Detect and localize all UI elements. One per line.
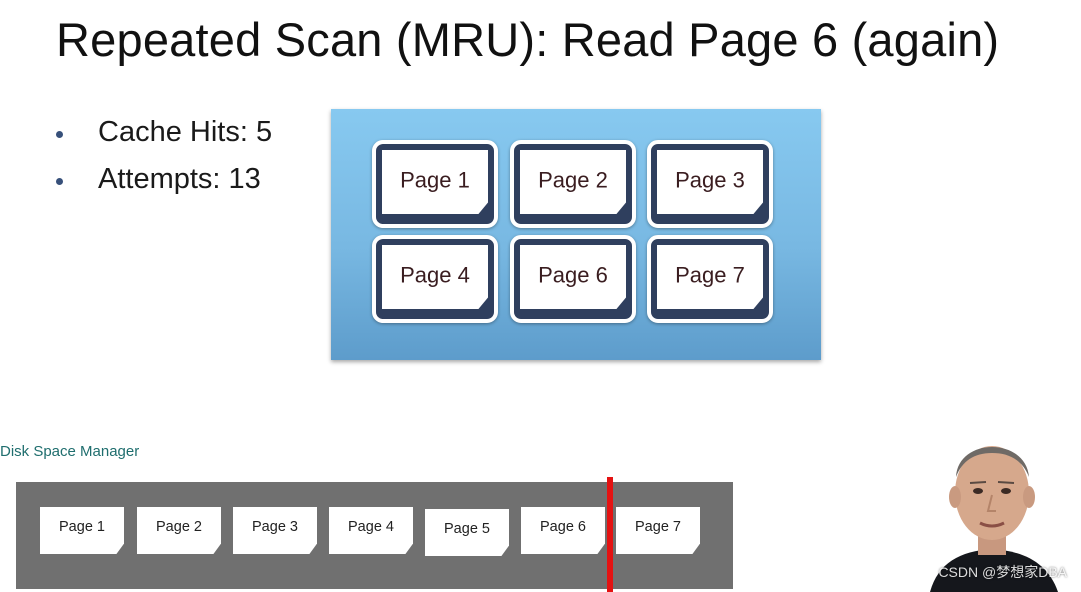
page-card: Page 7 xyxy=(657,245,763,309)
disk-page-label: Page 4 xyxy=(348,519,394,535)
disk-page: Page 5 xyxy=(425,509,509,556)
frame-label: Page 7 xyxy=(675,262,745,288)
disk-page-label: Page 7 xyxy=(635,519,681,535)
disk-page: Page 4 xyxy=(329,507,413,554)
buffer-pool: Page 1 Page 2 Page 3 Page 4 Page 6 Page … xyxy=(331,109,821,360)
page-card: Page 2 xyxy=(520,150,626,214)
disk-page-label: Page 2 xyxy=(156,519,202,535)
bullet-dot-icon xyxy=(56,178,63,185)
buffer-frame: Page 7 xyxy=(647,235,773,323)
buffer-frame: Page 6 xyxy=(510,235,636,323)
attempts-text: Attempts: 13 xyxy=(98,163,261,195)
disk-page: Page 6 xyxy=(521,507,605,554)
page-card: Page 3 xyxy=(657,150,763,214)
bullet-dot-icon xyxy=(56,131,63,138)
presenter-video: CSDN @梦想家DBA xyxy=(900,415,1081,592)
cache-hits-text: Cache Hits: 5 xyxy=(98,116,273,148)
disk-page-label: Page 5 xyxy=(444,521,490,537)
buffer-frame: Page 3 xyxy=(647,140,773,228)
page-card: Page 4 xyxy=(382,245,488,309)
presenter-figure xyxy=(930,446,1058,592)
buffer-frame: Page 1 xyxy=(372,140,498,228)
frame-label: Page 3 xyxy=(675,167,745,193)
page-card: Page 6 xyxy=(520,245,626,309)
slide-title: Repeated Scan (MRU): Read Page 6 (again) xyxy=(56,13,1000,66)
disk-page: Page 7 xyxy=(616,507,700,554)
frame-label: Page 2 xyxy=(538,167,608,193)
disk-page: Page 2 xyxy=(137,507,221,554)
disk-page: Page 3 xyxy=(233,507,317,554)
disk-page: Page 1 xyxy=(40,507,124,554)
disk-bar: Page 1 Page 2 Page 3 Page 4 Page 5 Page … xyxy=(16,482,733,589)
frame-label: Page 1 xyxy=(400,167,470,193)
buffer-frame: Page 2 xyxy=(510,140,636,228)
frame-label: Page 6 xyxy=(538,262,608,288)
disk-page-label: Page 1 xyxy=(59,519,105,535)
disk-space-manager-label: Disk Space Manager xyxy=(0,443,140,460)
page-card: Page 1 xyxy=(382,150,488,214)
scan-position-marker xyxy=(607,477,613,592)
frame-label: Page 4 xyxy=(400,262,470,288)
buffer-frame: Page 4 xyxy=(372,235,498,323)
disk-page-label: Page 3 xyxy=(252,519,298,535)
watermark-text: CSDN @梦想家DBA xyxy=(938,564,1067,580)
disk-page-label: Page 6 xyxy=(540,519,586,535)
